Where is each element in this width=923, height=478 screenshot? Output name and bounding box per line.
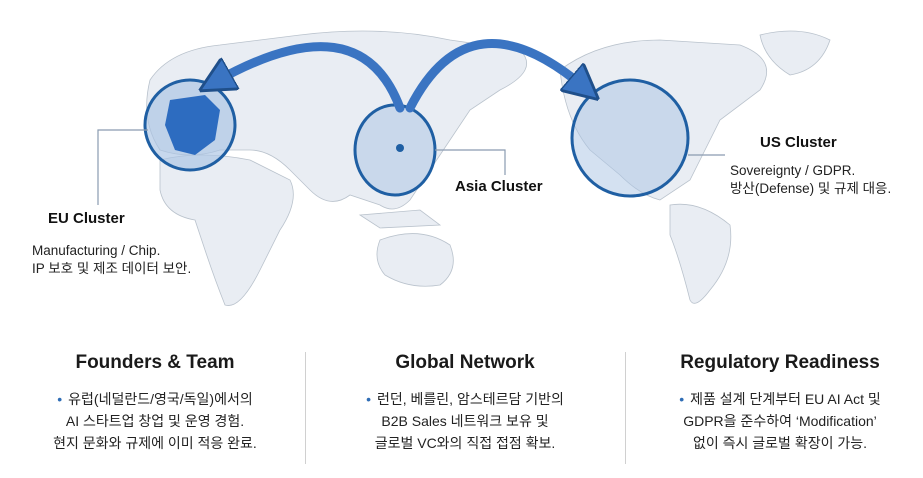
section-title: Regulatory Readiness bbox=[680, 352, 880, 373]
arrow-to-us bbox=[405, 39, 585, 113]
section-global-network: Global Network • 런던, 베를린, 암스테르담 기반의 B2B S… bbox=[315, 352, 615, 454]
us-cluster-circle bbox=[570, 78, 690, 198]
section-line: 유럽(네덜란드/영국/독일)에서의 bbox=[68, 391, 253, 407]
section-line: 글로벌 VC와의 직접 접점 확보. bbox=[374, 435, 556, 451]
connection-arrows bbox=[215, 39, 585, 113]
section-line: AI 스타트업 창업 및 운영 경험. bbox=[65, 413, 245, 429]
asia-cluster-circle bbox=[353, 103, 437, 197]
eu-highlight-region bbox=[165, 95, 220, 155]
divider bbox=[625, 352, 626, 464]
section-line: 현지 문화와 규제에 이미 적응 완료. bbox=[53, 435, 257, 451]
continents bbox=[146, 30, 831, 306]
asia-cluster-label: Asia Cluster bbox=[455, 178, 543, 195]
section-line: 없이 즉시 글로벌 확장이 가능. bbox=[692, 435, 867, 451]
asia-leader-line bbox=[435, 149, 506, 175]
bullet-icon: • bbox=[366, 391, 371, 407]
divider bbox=[305, 352, 306, 464]
eu-cluster-description: Manufacturing / Chip. IP 보호 및 제조 데이터 보안. bbox=[32, 242, 191, 278]
bullet-icon: • bbox=[57, 391, 63, 407]
section-line: B2B Sales 네트워크 보유 및 bbox=[381, 413, 549, 429]
us-cluster-line: 방산(Defense) 및 규제 대응. bbox=[730, 181, 892, 196]
korea-marker bbox=[396, 144, 404, 152]
us-cluster-description: Sovereignty / GDPR. 방산(Defense) 및 규제 대응. bbox=[730, 162, 891, 198]
section-title: Founders & Team bbox=[75, 352, 235, 373]
indonesia-islands bbox=[358, 209, 442, 229]
section-line: GDPR을 준수하여 ‘Modification’ bbox=[683, 413, 877, 429]
world-map bbox=[97, 30, 831, 306]
africa-landmass bbox=[159, 154, 294, 306]
arrow-to-eu bbox=[215, 42, 405, 113]
leader-lines bbox=[97, 129, 725, 205]
greenland-landmass bbox=[759, 30, 831, 76]
eu-cluster-line: Manufacturing / Chip. bbox=[32, 243, 161, 258]
eu-cluster-label: EU Cluster bbox=[48, 210, 125, 227]
section-title: Global Network bbox=[395, 352, 535, 373]
section-regulatory-readiness: Regulatory Readiness • 제품 설계 단계부터 EU AI A… bbox=[630, 352, 923, 454]
us-cluster-label: US Cluster bbox=[760, 134, 837, 151]
section-line: 런던, 베를린, 암스테르담 기반의 bbox=[377, 391, 564, 407]
eu-cluster-line: IP 보호 및 제조 데이터 보안. bbox=[32, 261, 192, 276]
section-line: 제품 설계 단계부터 EU AI Act 및 bbox=[690, 391, 881, 407]
us-cluster-line: Sovereignty / GDPR. bbox=[730, 163, 856, 178]
section-founders-team: Founders & Team • 유럽(네덜란드/영국/독일)에서의 AI 스타… bbox=[5, 352, 305, 454]
bullet-icon: • bbox=[679, 391, 685, 407]
south-america-landmass bbox=[669, 203, 732, 304]
eu-leader-line bbox=[97, 129, 148, 205]
australia-landmass bbox=[376, 233, 454, 287]
